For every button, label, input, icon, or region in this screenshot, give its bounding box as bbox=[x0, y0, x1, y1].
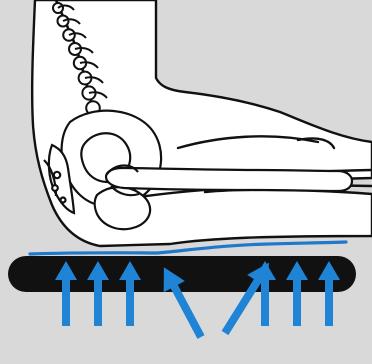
femur-shaft bbox=[106, 168, 352, 191]
sacral-dot bbox=[54, 172, 60, 178]
vertebra bbox=[53, 3, 63, 13]
sacral-dot bbox=[52, 185, 58, 191]
sacral-dot bbox=[61, 198, 66, 203]
